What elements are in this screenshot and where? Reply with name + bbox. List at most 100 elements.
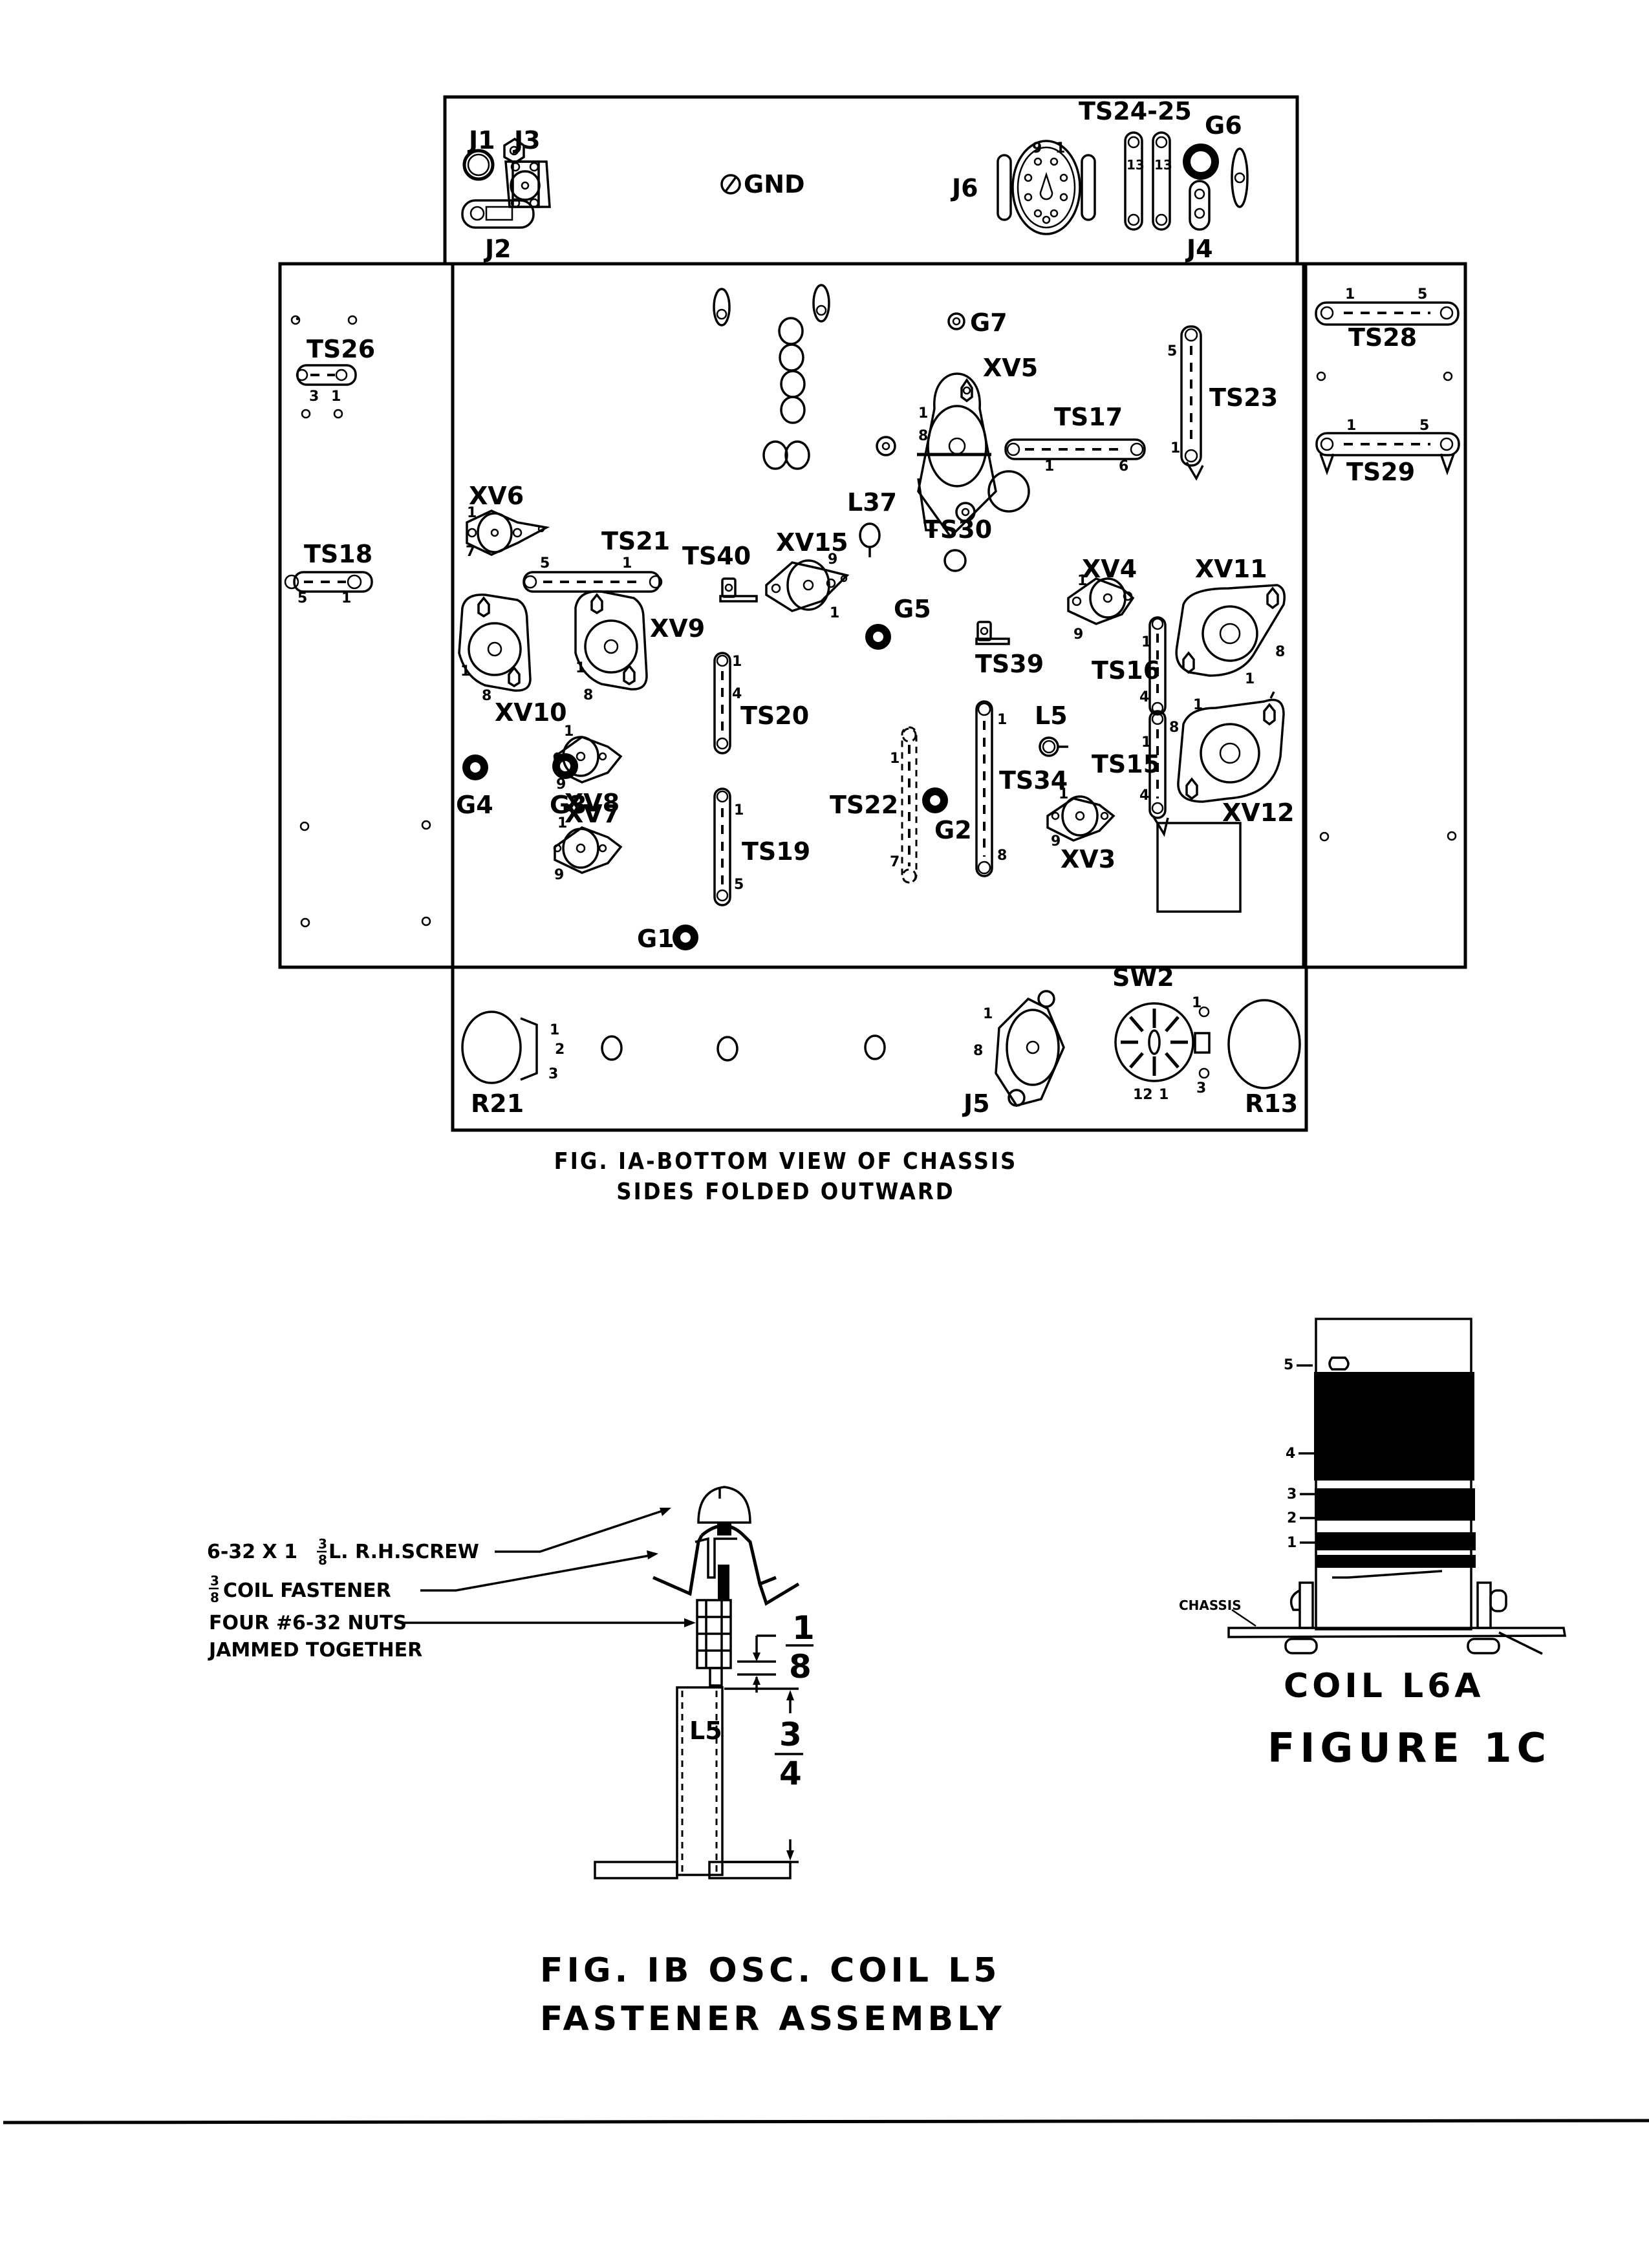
ts21-pin-5: 5 [540,555,550,572]
socket-j5: 1 8 J5 [962,990,1065,1118]
xv9-pin-1: 1 [576,660,585,676]
coil-fastener-left [652,1534,704,1596]
label-g4: G4 [456,791,493,819]
xv6-pin-1: 1 [467,505,477,521]
xv9-pin-8: 8 [583,687,593,703]
jack-j1: J1 [462,126,525,181]
jammed-nuts [696,1599,732,1687]
label-ts19: TS19 [742,837,810,866]
chassis-plate [1227,1627,1567,1638]
callout-screw-frac-num: 3 [318,1536,327,1552]
ground-g6: G6 [1183,111,1242,180]
label-ts20: TS20 [740,701,809,730]
potentiometer-r21: 1 2 3 R21 [461,1011,565,1118]
label-r13: R13 [1245,1089,1298,1118]
tube-socket-xv3: 1 9 XV3 [1046,786,1116,873]
tube-socket-xv8: 1 9 XV8 [553,723,623,817]
ground-terminal: GND [720,170,805,198]
terminal-strips-ts24-25: 13 13 TS24-25 [1079,97,1192,231]
figure-1c-figure-title: FIGURE 1C [1267,1724,1551,1771]
jack-j2: J2 [461,199,535,263]
label-xv11: XV11 [1195,555,1267,583]
label-j2: J2 [483,235,512,263]
ts22-pin-1: 1 [890,751,900,767]
callout-nuts-line2: JAMMED TOGETHER [208,1639,422,1662]
label-xv4: XV4 [1082,555,1137,583]
callout-fastener-frac-num: 3 [210,1573,219,1589]
label-xv9: XV9 [650,614,705,643]
label-j1: J1 [467,126,495,155]
r21-pin-1: 1 [550,1022,559,1038]
screw-shaft [718,1565,729,1600]
winding-3-2 [1315,1532,1476,1550]
j5-pin-1: 1 [983,1006,993,1022]
label-g5: G5 [894,595,931,623]
potentiometer-r13: 3 R13 [1194,999,1301,1118]
xv12-pin-1: 1 [1193,697,1203,713]
ts34-pin-8: 8 [997,848,1007,864]
label-ts28: TS28 [1348,323,1417,352]
ts15-pin-8: 8 [1169,720,1179,736]
tube-socket-xv15: 9 1 XV15 [765,528,850,621]
callout-screw-suffix: L. R.H.SCREW [329,1541,479,1563]
xv15-pin-1: 1 [830,605,839,621]
label-ts26: TS26 [307,335,375,363]
tube-socket-xv11: 8 1 XV11 [1175,555,1286,687]
tap-4: 4 [1286,1446,1295,1462]
winding-5-4 [1314,1372,1474,1481]
rotary-switch-sw2: SW2 1 12 1 [1112,963,1202,1103]
terminal-strip-ts23: 5 1 TS23 [1167,325,1278,481]
ts26-pin-3: 3 [309,389,319,405]
callout-coil-fastener: 3 8 COIL FASTENER [209,1550,658,1605]
callout-screw-frac-den: 8 [318,1552,327,1568]
label-gnd: GND [744,170,805,198]
bottom-panel-holes [601,1034,886,1062]
lug-top-right [1231,147,1249,208]
label-ts21: TS21 [601,527,670,555]
label-xv3: XV3 [1061,845,1116,873]
label-ts30: TS30 [923,515,992,544]
tap-3: 3 [1287,1486,1297,1503]
terminal-ts39: TS39 [975,621,1044,678]
j6-pin-9: 9 [1032,140,1042,156]
ts28-pin-1: 1 [1345,286,1355,303]
label-sw2: SW2 [1112,963,1174,992]
figure-1c-coil-l6a: 5 4 3 2 1 CHASSIS COIL L6A FIGURE 1C [1179,1318,1567,1771]
sw2-pin-1-top: 1 [1192,995,1202,1011]
tube-socket-xv6: 1 7 XV6 [466,482,550,560]
callout-screw-prefix: 6-32 X 1 [207,1541,297,1563]
label-xv5: XV5 [983,354,1038,382]
label-g2: G2 [934,816,972,844]
dim-gap-num: 1 [792,1609,815,1647]
ts21-pin-1: 1 [622,555,632,572]
xv15-pin-9: 9 [828,551,837,568]
ground-g2: G2 [922,787,972,844]
xv11-pin-8: 8 [1275,644,1285,660]
sw2-pin-1: 1 [1159,1087,1169,1103]
ground-g7: G7 [947,308,1008,337]
coil-form-l5: L5 [594,1686,792,1879]
label-xv7: XV7 [565,800,620,828]
j5-pin-8: 8 [973,1043,983,1059]
figure-1b-caption-line1: FIG. IB OSC. COIL L5 [540,1951,1000,1990]
chassis-label: CHASSIS [1179,1598,1242,1613]
terminal-strip-ts21: 5 1 TS21 [523,527,670,593]
callout-fastener-frac-den: 8 [210,1590,219,1605]
xv4-pin-9: 9 [1073,626,1083,643]
terminal-strip-ts18: 5 1 TS18 [284,540,373,606]
label-g3: G3 [550,791,587,819]
callout-nuts: FOUR #6-32 NUTS JAMMED TOGETHER [208,1612,696,1662]
hole-column [762,317,810,470]
label-xv8: XV8 [565,789,620,817]
screw-head [697,1486,751,1524]
coil-label-l5: L5 [689,1717,722,1745]
terminal-ts40: TS40 [682,542,758,603]
ts17-pin-6: 6 [1119,458,1128,475]
ts34-pin-1: 1 [997,712,1007,728]
figure-1b-caption-line2: FASTENER ASSEMBLY [540,2000,1006,2038]
tube-socket-xv12: 1 XV12 [1177,691,1295,827]
figure-1a-caption-line2: SIDES FOLDED OUTWARD [616,1179,954,1205]
chassis-hole [943,549,967,572]
tube-socket-xv7: 1 9 XV7 [553,800,623,883]
